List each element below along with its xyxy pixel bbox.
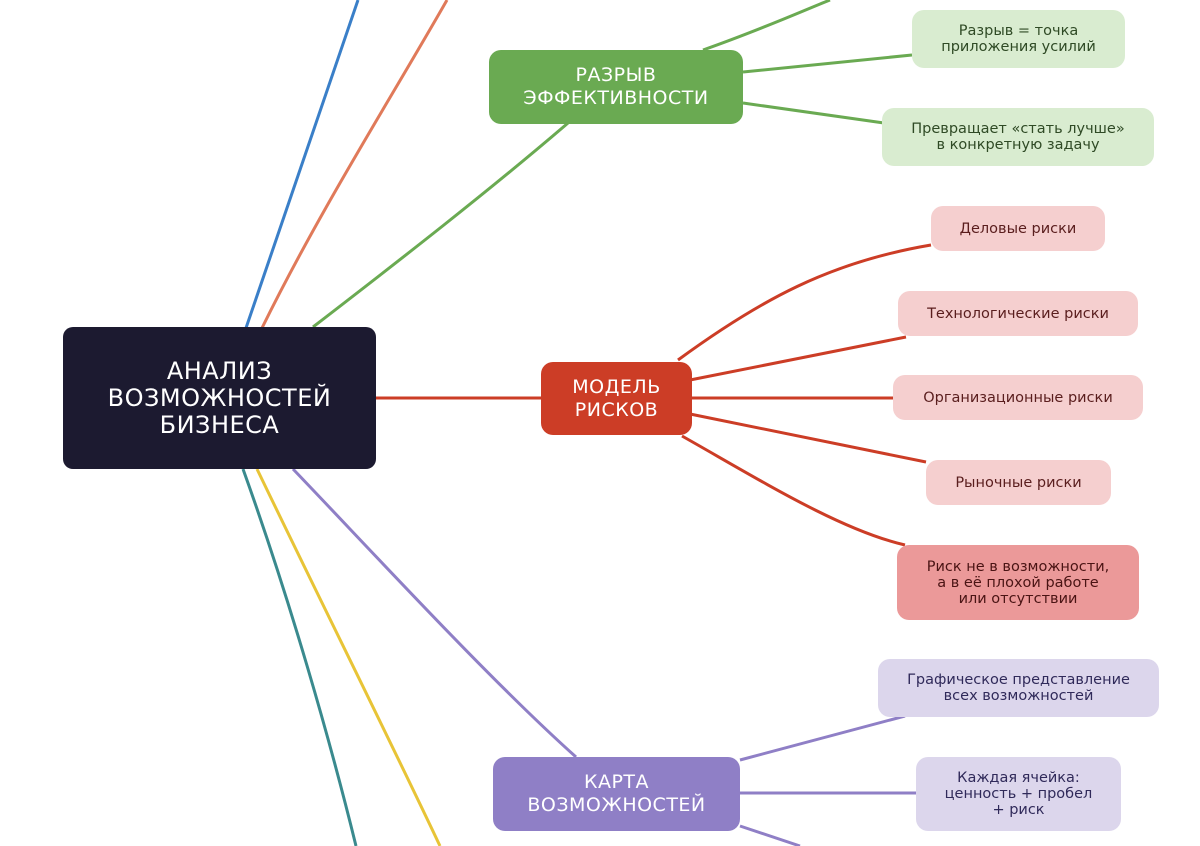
leaf-organizational-risks[interactable]: Организационные риски [893, 375, 1143, 420]
connector-gap-leaf1 [742, 53, 913, 74]
leaf-graphic-representation[interactable]: Графическое представление всех возможнос… [878, 659, 1159, 717]
connector-offscreen-blue [244, 0, 360, 329]
connector-map-leaf1 [739, 714, 906, 762]
connector-map-bottom [739, 824, 801, 846]
leaf-business-risks[interactable]: Деловые риски [931, 206, 1105, 251]
connector-root-gap [312, 121, 569, 329]
connector-risk-leaf1 [677, 243, 932, 362]
leaf-risk-poor-operation[interactable]: Риск не в возможности, а в её плохой раб… [897, 545, 1139, 620]
leaf-technology-risks[interactable]: Технологические риски [898, 291, 1138, 336]
leaf-each-cell[interactable]: Каждая ячейка: ценность + пробел + риск [916, 757, 1121, 831]
connector-gap-top [702, 0, 831, 52]
leaf-market-risks[interactable]: Рыночные риски [926, 460, 1111, 505]
leaf-gap-effort-point[interactable]: Разрыв = точка приложения усилий [912, 10, 1125, 68]
branch-opportunity-map[interactable]: КАРТА ВОЗМОЖНОСТЕЙ [493, 757, 740, 831]
connector-offscreen-yellow [255, 468, 442, 846]
connector-risk-leaf4 [689, 412, 927, 464]
connector-offscreen-teal [241, 468, 358, 846]
connector-risk-leaf5 [681, 434, 906, 547]
root-node[interactable]: АНАЛИЗ ВОЗМОЖНОСТЕЙ БИЗНЕСА [63, 327, 376, 469]
connector-root-map [291, 467, 578, 759]
connector-offscreen-orange [260, 0, 449, 329]
leaf-gap-concrete-task[interactable]: Превращает «стать лучше» в конкретную за… [882, 108, 1154, 166]
branch-risk-model[interactable]: МОДЕЛЬ РИСКОВ [541, 362, 692, 435]
connector-gap-leaf2 [742, 101, 885, 125]
branch-performance-gap[interactable]: РАЗРЫВ ЭФФЕКТИВНОСТИ [489, 50, 743, 124]
connector-risk-leaf2 [689, 335, 907, 382]
